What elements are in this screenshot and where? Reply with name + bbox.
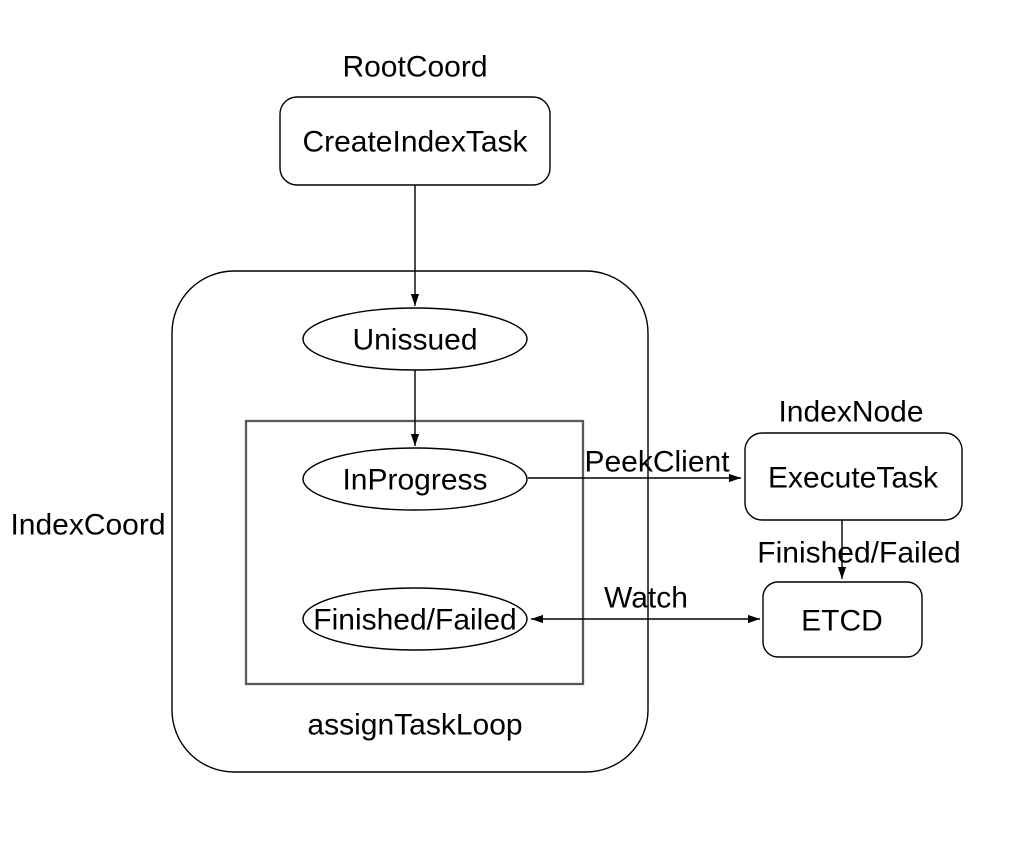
execute-task-node [744, 432, 963, 521]
root-coord-label: RootCoord [342, 51, 487, 84]
etcd-label: ETCD [801, 605, 883, 638]
index-coord-label: IndexCoord [10, 509, 165, 542]
in-progress-state [302, 447, 528, 511]
unissued-state [302, 307, 528, 371]
create-index-task-label: CreateIndexTask [302, 126, 528, 159]
etcd-node [762, 581, 923, 658]
create-index-task-node [279, 96, 551, 186]
finished-failed-edge-label: Finished/Failed [757, 537, 960, 570]
finished-failed-state-label: Finished/Failed [313, 604, 516, 637]
in-progress-label: InProgress [342, 464, 487, 497]
indexcoord-group-box [171, 270, 649, 773]
finished-failed-state [302, 587, 528, 651]
watch-edge-label: Watch [604, 582, 688, 615]
unissued-label: Unissued [352, 324, 477, 357]
index-node-label: IndexNode [778, 396, 923, 429]
peek-client-edge-label: PeekClient [584, 446, 730, 479]
execute-task-label: ExecuteTask [768, 462, 939, 495]
assign-task-loop-label: assignTaskLoop [307, 709, 522, 742]
